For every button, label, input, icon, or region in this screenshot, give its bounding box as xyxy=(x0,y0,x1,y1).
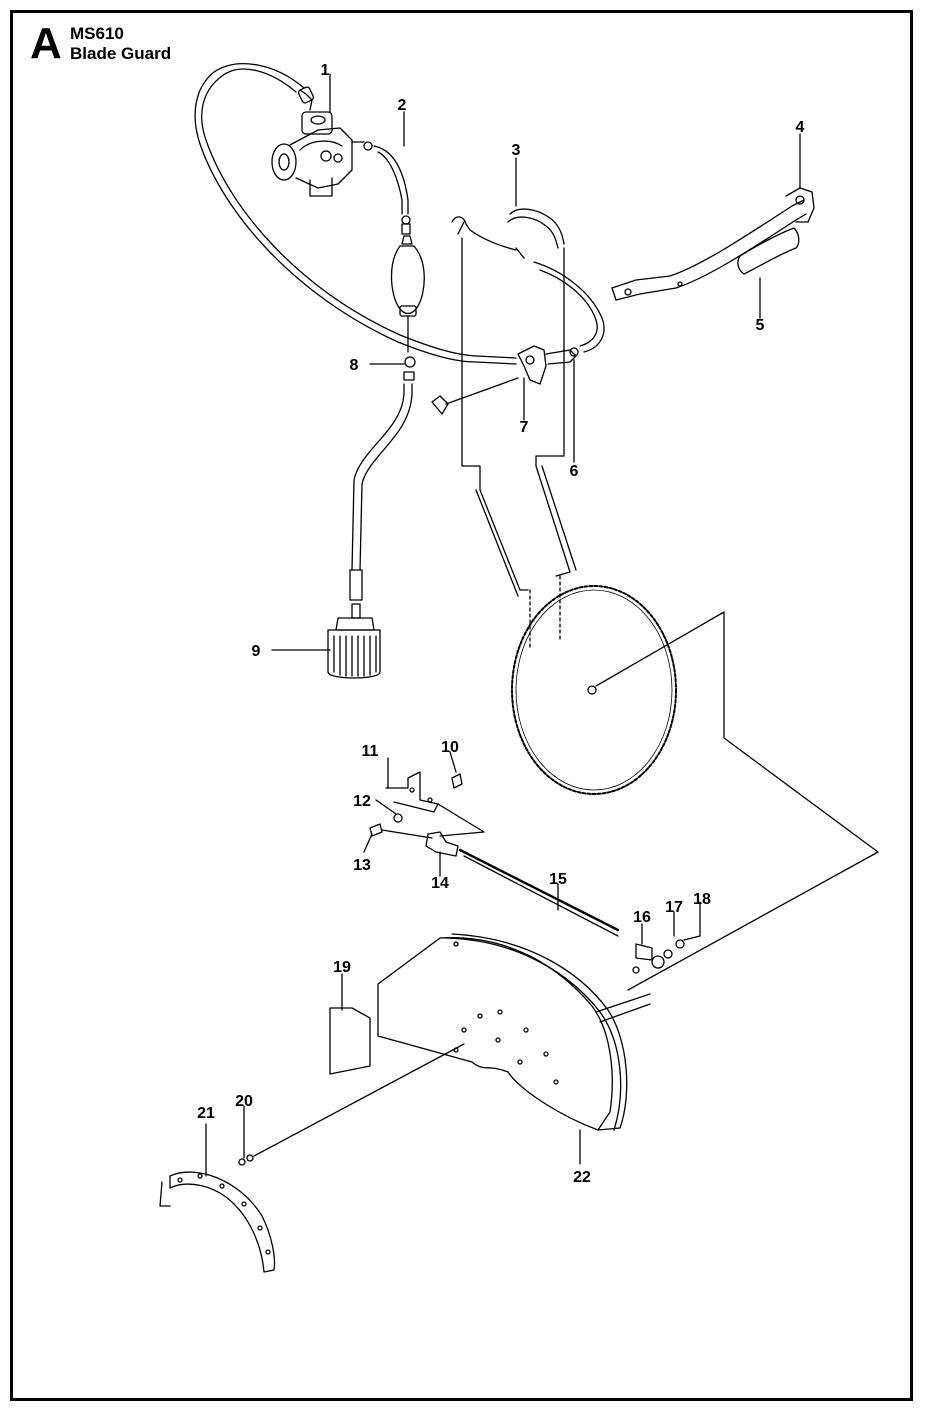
callout-11: 11 xyxy=(362,743,379,760)
callout-8: 8 xyxy=(350,357,359,374)
callout-7: 7 xyxy=(520,419,529,436)
callout-10: 10 xyxy=(441,739,459,756)
callout-5: 5 xyxy=(756,317,765,334)
diagram-title: Blade Guard xyxy=(70,44,172,63)
callout-14: 14 xyxy=(431,875,449,892)
hose-2 xyxy=(373,145,411,235)
blade-guard xyxy=(377,933,651,1131)
model-number: MS610 xyxy=(70,24,124,43)
callout-15: 15 xyxy=(549,871,567,888)
suction-hose xyxy=(349,383,413,601)
callout-20: 20 xyxy=(235,1093,253,1110)
callout-18: 18 xyxy=(693,891,711,908)
tube-left xyxy=(461,237,529,591)
bolt-group xyxy=(632,935,701,974)
feed-hose xyxy=(201,68,477,357)
cutting-blade xyxy=(511,575,879,991)
water-pump xyxy=(271,86,373,197)
callout-4: 4 xyxy=(796,119,805,136)
tube-right xyxy=(535,247,571,577)
callout-1: 1 xyxy=(321,62,330,79)
callout-12: 12 xyxy=(353,793,371,810)
handle-bar xyxy=(611,187,815,301)
callout-19: 19 xyxy=(333,959,351,976)
callout-9: 9 xyxy=(252,643,261,660)
bracket-assembly xyxy=(369,771,620,937)
section-letter: A xyxy=(30,19,62,68)
callout-21: 21 xyxy=(197,1105,215,1122)
leader-lines xyxy=(205,73,801,1177)
callout-22: 22 xyxy=(573,1169,591,1186)
callout-6: 6 xyxy=(570,463,579,480)
flange-21 xyxy=(159,1171,276,1273)
callout-16: 16 xyxy=(633,909,651,926)
hose-3 xyxy=(451,208,605,353)
callout-3: 3 xyxy=(512,142,521,159)
callout-2: 2 xyxy=(398,97,407,114)
primer-bulb xyxy=(390,235,425,353)
filter xyxy=(327,603,381,679)
callout-13: 13 xyxy=(353,857,371,874)
callout-17: 17 xyxy=(665,899,683,916)
valve xyxy=(475,345,579,385)
plate-19 xyxy=(329,1007,371,1075)
page-frame xyxy=(10,10,913,1401)
